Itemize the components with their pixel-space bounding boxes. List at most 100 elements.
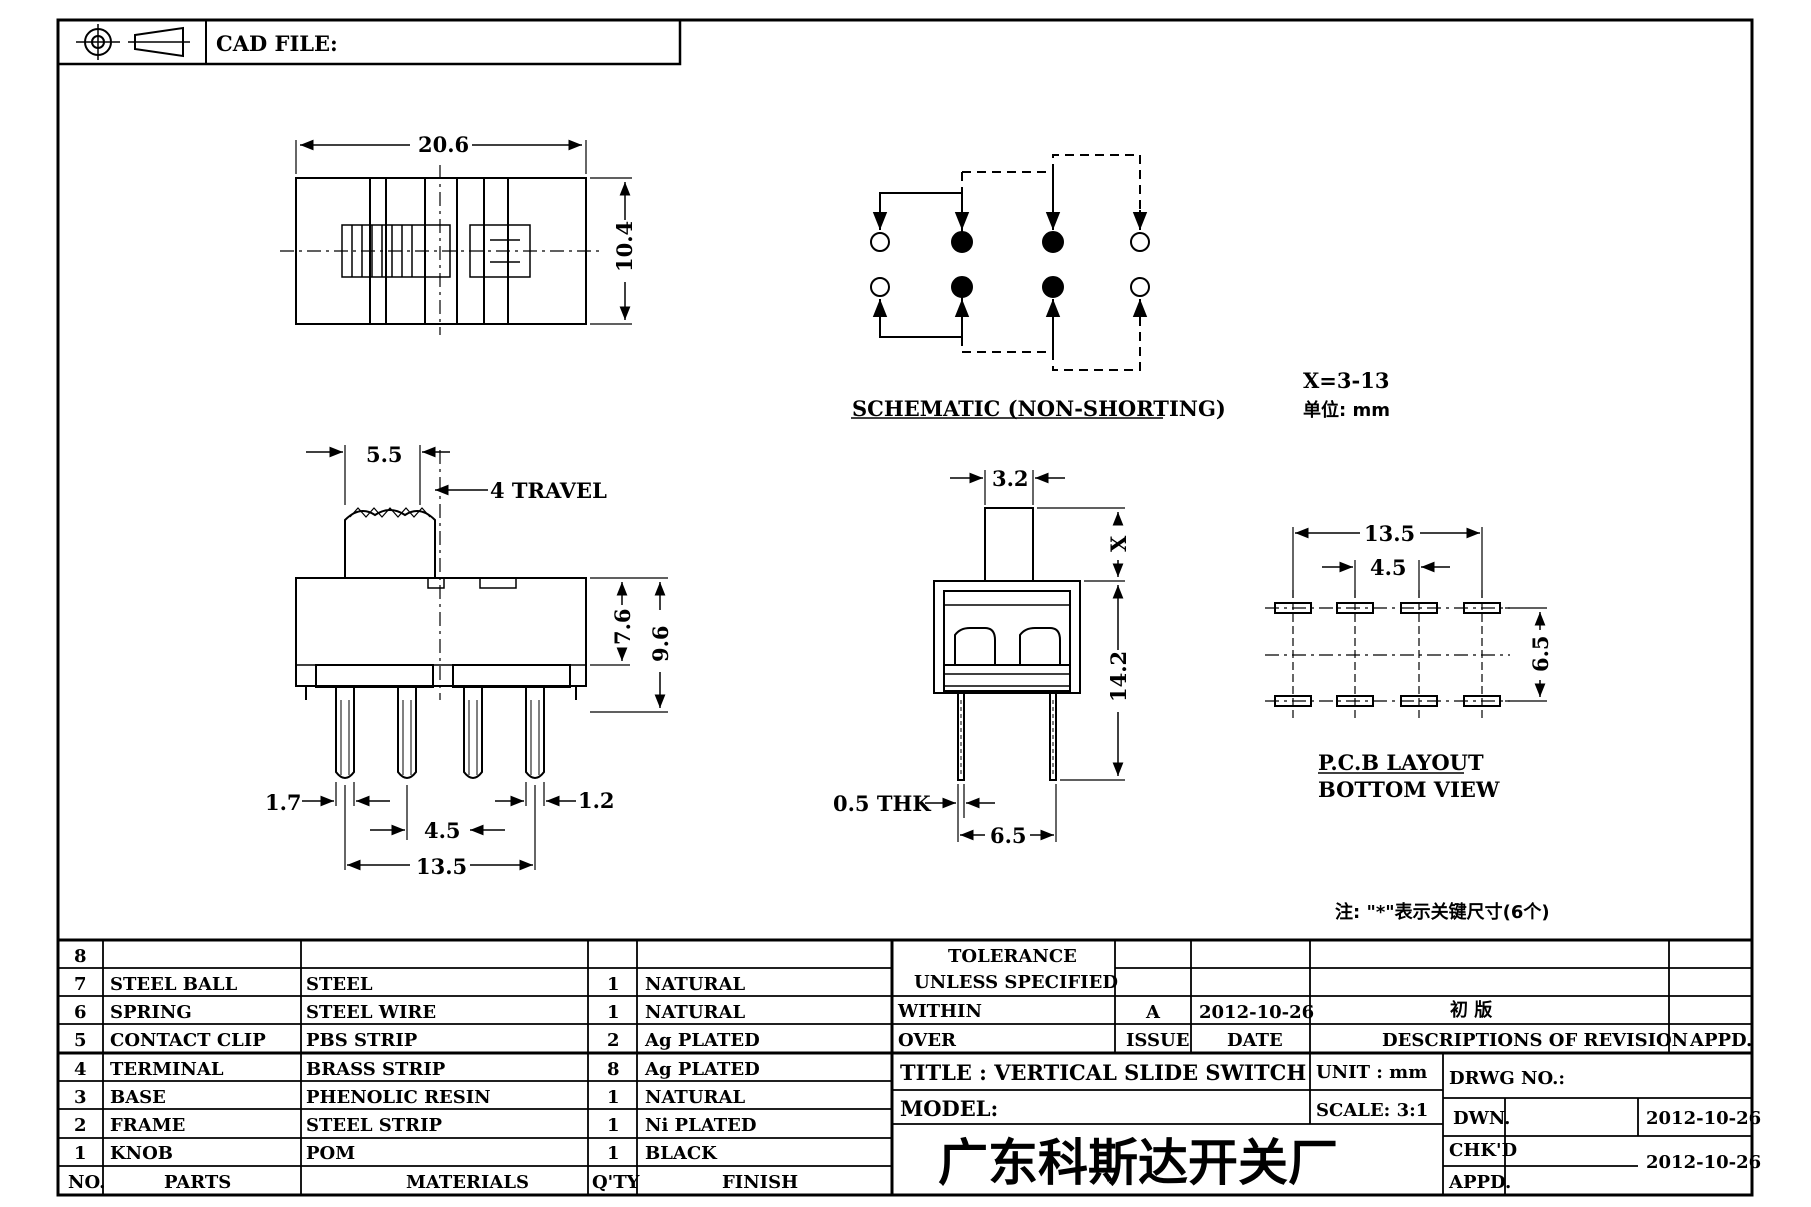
row-5-no: 5 (74, 1030, 87, 1051)
cad-file-label: CAD FILE: (216, 31, 338, 56)
desc-label: DESCRIPTIONS OF REVISION (1382, 1030, 1688, 1051)
appd-label: APPD. (1689, 1030, 1752, 1051)
dim-pin-left: 1.7 (265, 790, 302, 815)
issue-value: A (1145, 1002, 1161, 1023)
company-name: 广东科斯达开关厂 (938, 1134, 1338, 1192)
x-range-note: X=3-13 (1303, 368, 1389, 393)
row-4-no: 4 (74, 1059, 87, 1080)
row-1-part: KNOB (110, 1143, 173, 1164)
title-block (892, 940, 1752, 1195)
model-label: MODEL: (900, 1096, 998, 1121)
side-view (295, 445, 668, 871)
row-6-qty: 1 (607, 1002, 620, 1023)
schematic (851, 154, 1163, 419)
revision-desc: 初 版 (1450, 999, 1492, 1021)
row-6-finish: NATURAL (645, 1002, 745, 1023)
row-3-qty: 1 (607, 1087, 620, 1108)
row-1-qty: 1 (607, 1143, 620, 1164)
row-3-finish: NATURAL (645, 1087, 745, 1108)
drwg-no-label: DRWG NO.: (1449, 1068, 1565, 1089)
title-block-text: TOLERANCE UNLESS SPECIFIED WITHIN OVER A… (897, 946, 1761, 1193)
dwn-label: DWN. (1453, 1108, 1510, 1129)
unless-specified-label: UNLESS SPECIFIED (914, 972, 1118, 993)
row-2-finish: Ni PLATED (645, 1115, 756, 1136)
dim-pin-right: 1.2 (578, 788, 615, 813)
row-4-finish: Ag PLATED (644, 1059, 760, 1080)
over-label: OVER (898, 1030, 957, 1051)
dim-height-1: 7.6 (610, 608, 635, 645)
row-2-material: STEEL STRIP (306, 1115, 443, 1136)
dim-height-2: 9.6 (648, 625, 673, 662)
row-5-material: PBS STRIP (306, 1030, 418, 1051)
scale-label: SCALE: 3:1 (1316, 1100, 1428, 1121)
revision-date: 2012-10-26 (1199, 1002, 1314, 1023)
issue-label: ISSUE (1126, 1030, 1189, 1051)
tolerance-label: TOLERANCE (948, 946, 1077, 967)
pcb-layout (1265, 527, 1547, 774)
end-view (925, 470, 1125, 842)
row-3-material: PHENOLIC RESIN (306, 1087, 491, 1108)
dim-body-height: 14.2 (1106, 651, 1131, 702)
dim-span: 13.5 (416, 854, 467, 879)
dwn-date: 2012-10-26 (1646, 1108, 1761, 1129)
row-4-material: BRASS STRIP (306, 1059, 446, 1080)
header-finish: FINISH (722, 1172, 798, 1193)
sheet-border (56, 18, 1754, 1197)
row-7-part: STEEL BALL (110, 974, 238, 995)
dim-pcb-pitch: 4.5 (1370, 555, 1407, 580)
row-5-qty: 2 (607, 1030, 620, 1051)
row-4-part: TERMINAL (110, 1059, 224, 1080)
row-1-material: POM (306, 1143, 355, 1164)
header-qty: Q'TY (592, 1172, 641, 1193)
header-box: CAD FILE: (56, 18, 682, 66)
dim-pcb-row-gap: 6.5 (1528, 635, 1553, 672)
row-6-no: 6 (74, 1002, 87, 1023)
row-6-part: SPRING (110, 1002, 192, 1023)
dim-end-pin-span: 6.5 (990, 823, 1027, 848)
row-4-qty: 8 (607, 1059, 620, 1080)
row-1-no: 1 (74, 1143, 87, 1164)
row-7-material: STEEL (306, 974, 373, 995)
row-2-part: FRAME (110, 1115, 185, 1136)
unit-note: 单位: mm (1303, 399, 1390, 421)
row-7-qty: 1 (607, 974, 620, 995)
unit-label: UNIT : mm (1316, 1062, 1427, 1083)
date-label: DATE (1227, 1030, 1283, 1051)
dim-top-height: 10.4 (612, 221, 637, 272)
row-7-no: 7 (74, 974, 87, 995)
projection-symbol-icon (76, 24, 190, 60)
row-2-qty: 1 (607, 1115, 620, 1136)
dim-thickness: 0.5 THK (833, 791, 931, 816)
dim-top-width: 20.6 (418, 132, 469, 157)
within-label: WITHIN (897, 1001, 982, 1022)
schematic-caption: SCHEMATIC (NON-SHORTING) (852, 396, 1226, 421)
top-view (280, 139, 632, 335)
row-3-no: 3 (74, 1087, 87, 1108)
dim-travel: 4 TRAVEL (490, 478, 607, 503)
row-1-finish: BLACK (645, 1143, 718, 1164)
footnote: 注: "*"表示关键尺寸(6个) (1335, 901, 1550, 923)
dim-pcb-span: 13.5 (1364, 521, 1415, 546)
chkd-label: CHK'D (1449, 1140, 1517, 1161)
appd-label-2: APPD. (1448, 1172, 1511, 1193)
dim-pitch: 4.5 (424, 818, 461, 843)
pcb-caption-1: P.C.B LAYOUT (1318, 750, 1484, 775)
parts-table-text: 8 7 STEEL BALL STEEL 1 NATURAL 6 SPRING … (68, 946, 798, 1193)
row-2-no: 2 (74, 1115, 87, 1136)
header-materials: MATERIALS (406, 1172, 529, 1193)
header-no: NO. (68, 1172, 105, 1193)
row-5-finish: Ag PLATED (644, 1030, 760, 1051)
drawing-title: TITLE : VERTICAL SLIDE SWITCH (900, 1060, 1306, 1085)
row-8-no: 8 (74, 946, 87, 967)
dim-end-knob-width: 3.2 (992, 466, 1029, 491)
row-3-part: BASE (110, 1087, 166, 1108)
dim-knob-height: X (1106, 535, 1131, 552)
header-parts: PARTS (164, 1172, 231, 1193)
dim-knob-width: 5.5 (366, 442, 403, 467)
pcb-caption-2: BOTTOM VIEW (1318, 777, 1500, 802)
row-5-part: CONTACT CLIP (110, 1030, 266, 1051)
parts-table (58, 938, 1752, 1195)
chkd-date: 2012-10-26 (1646, 1152, 1761, 1173)
row-6-material: STEEL WIRE (306, 1002, 436, 1023)
